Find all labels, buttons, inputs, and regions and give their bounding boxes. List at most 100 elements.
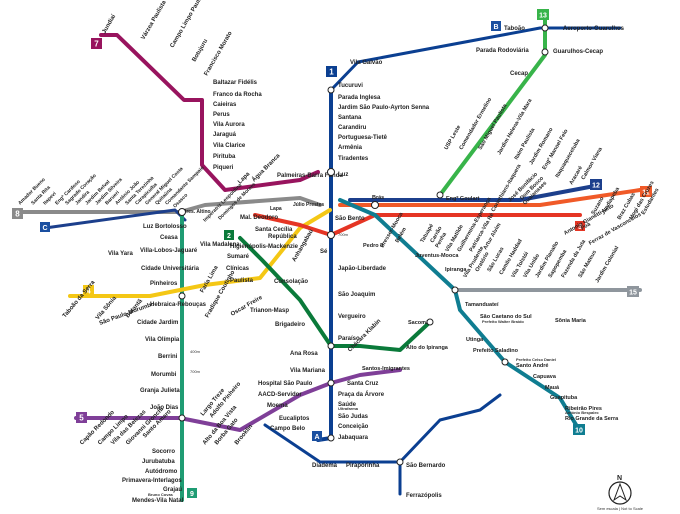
- station-consolacao[interactable]: Consolação: [274, 279, 308, 285]
- station-dot-aeroporto[interactable]: [541, 24, 549, 32]
- station-mal-deodoro[interactable]: Mal. Deodoro: [240, 215, 278, 221]
- station-dot-paraiso[interactable]: [327, 342, 335, 350]
- station-brigadeiro[interactable]: Brigadeiro: [275, 322, 305, 328]
- station-se[interactable]: Sé: [320, 249, 328, 255]
- station-piqueri[interactable]: Piqueri: [213, 165, 234, 171]
- badge-line-1[interactable]: 1: [326, 66, 337, 77]
- station-capuava[interactable]: Capuava: [533, 374, 557, 380]
- badge-line-15[interactable]: 15: [627, 286, 639, 297]
- station-portuguesa[interactable]: Portuguesa-Tietê: [338, 135, 388, 141]
- station-tiradentes[interactable]: Tiradentes: [338, 156, 369, 162]
- station-hebraica[interactable]: Hebraica-Rebouças: [150, 302, 207, 308]
- station-piraporinha[interactable]: Piraporinha: [346, 463, 380, 469]
- station-dot-santo-andre[interactable]: [501, 358, 509, 366]
- station-oscar-freire[interactable]: Oscar Freire: [230, 295, 264, 318]
- badge-line-4[interactable]: 4: [83, 285, 94, 296]
- badge-line-3[interactable]: 3: [575, 221, 585, 231]
- station-poa[interactable]: Poá: [580, 221, 593, 232]
- station-maua[interactable]: Mauá: [545, 385, 560, 391]
- station-sumare[interactable]: Sumaré: [227, 254, 250, 260]
- station-utinga[interactable]: Utinga: [466, 337, 484, 343]
- station-sacoma[interactable]: Sacomã: [408, 320, 430, 326]
- station-paraiso[interactable]: Paraíso: [338, 336, 360, 342]
- station-francisco-morato[interactable]: Francisco Morato: [204, 30, 234, 77]
- badge-line-9[interactable]: 9: [187, 488, 197, 498]
- station-dot-sao-bernardo[interactable]: [396, 458, 404, 466]
- station-aeroporto[interactable]: Aeroporto-Guarulhos: [563, 26, 625, 32]
- badge-line-13[interactable]: 13: [537, 9, 549, 20]
- station-sao-caetano[interactable]: São Caetano do Sul: [480, 314, 532, 320]
- station-aacd[interactable]: AACD-Servidor: [258, 392, 302, 398]
- station-jaragua[interactable]: Jaraguá: [213, 132, 237, 138]
- station-republica[interactable]: República: [268, 234, 297, 240]
- station-juventus[interactable]: Juventus-Mooca: [415, 253, 459, 259]
- station-vila-madalena[interactable]: Vila Madalena: [200, 242, 240, 248]
- station-tamanduatei[interactable]: Tamanduateí: [465, 302, 499, 308]
- station-conceicao[interactable]: Conceição: [338, 424, 369, 430]
- station-pedro-2[interactable]: Pedro II: [363, 243, 384, 249]
- station-vila-olimpia[interactable]: Vila Olímpia: [145, 337, 180, 343]
- station-santa-cruz[interactable]: Santa Cruz: [347, 381, 378, 387]
- station-jardim-sao-paulo[interactable]: Jardim São Paulo-Ayrton Senna: [338, 105, 430, 111]
- station-luz-bortolosso[interactable]: Luz Bortolosso: [143, 224, 187, 230]
- station-clinicas[interactable]: Clínicas: [226, 266, 250, 272]
- station-faria-lima[interactable]: Faria Lima: [200, 264, 221, 294]
- station-cidade-jardim[interactable]: Cidade Jardim: [137, 320, 178, 326]
- station-dot-bras[interactable]: [371, 201, 379, 209]
- station-dot-pinheiros[interactable]: [178, 292, 186, 300]
- station-jardim-colonial[interactable]: Jardim Colonial: [595, 245, 621, 284]
- badge-line-2[interactable]: 2: [224, 230, 234, 240]
- station-jabaquara[interactable]: Jabaquara: [338, 435, 369, 441]
- station-taboao-serra[interactable]: Taboão da Serra: [62, 279, 97, 319]
- station-lapa-8[interactable]: Lapa: [270, 206, 282, 212]
- station-guapituba[interactable]: Guapituba: [550, 395, 578, 401]
- station-sao-mateus[interactable]: São Mateus: [578, 250, 598, 279]
- station-dot-tucuruvi[interactable]: [327, 86, 335, 94]
- station-granja-julieta[interactable]: Granja Julieta: [140, 388, 180, 394]
- station-armenia[interactable]: Armênia: [338, 145, 363, 151]
- station-primavera[interactable]: Primavera-Interlagos: [122, 478, 182, 484]
- station-trianon[interactable]: Trianon-Masp: [250, 308, 289, 314]
- station-bras[interactable]: Brás: [372, 195, 384, 201]
- station-pres-altino[interactable]: Pres. Altino: [183, 209, 211, 215]
- station-rio-grande[interactable]: Rio Grande da Serra: [565, 416, 619, 422]
- badge-line-11[interactable]: 11: [640, 186, 652, 197]
- station-tucuruvi[interactable]: Tucuruvi: [338, 83, 363, 89]
- station-santa-cecilia[interactable]: Santa Cecília: [255, 227, 293, 233]
- station-dot-luz[interactable]: [327, 168, 335, 176]
- station-dot-guarulhos-cecap[interactable]: [541, 48, 549, 56]
- station-praca-arvore[interactable]: Praça da Árvore: [338, 391, 385, 398]
- station-dot-tamanduatei[interactable]: [451, 286, 459, 294]
- station-varzea[interactable]: Várzea Paulista: [141, 0, 169, 41]
- station-japao[interactable]: Japão-Liberdade: [338, 266, 387, 272]
- station-ceasa[interactable]: Ceasa: [160, 235, 178, 241]
- station-cecap[interactable]: Cecap: [510, 71, 528, 77]
- station-mendes[interactable]: Mendes-Vila Natal: [132, 498, 184, 504]
- station-vila-lobos[interactable]: Villa-Lobos-Jaguaré: [140, 248, 198, 254]
- station-luz[interactable]: Luz: [338, 172, 348, 178]
- station-pirituba[interactable]: Pirituba: [213, 154, 236, 160]
- station-paulista[interactable]: Paulista: [230, 278, 254, 284]
- station-taboao[interactable]: Taboão: [504, 26, 525, 32]
- station-jurubatuba[interactable]: Jurubatuba: [142, 459, 175, 465]
- station-sao-bento[interactable]: São Bento: [335, 216, 365, 222]
- station-grajau[interactable]: Grajaú: [163, 487, 182, 493]
- badge-line-C[interactable]: C: [40, 222, 50, 232]
- station-dot-eng-goulart[interactable]: [436, 191, 444, 199]
- station-berrini[interactable]: Berrini: [158, 354, 178, 360]
- station-dot-santa-cruz[interactable]: [327, 379, 335, 387]
- station-vergueiro[interactable]: Vergueiro: [338, 314, 366, 320]
- station-eng-goulart[interactable]: Engº Goulart: [446, 196, 480, 202]
- station-saude[interactable]: Saúde: [338, 402, 357, 408]
- station-caieiras[interactable]: Caieiras: [213, 102, 237, 108]
- station-vila-aurora[interactable]: Vila Aurora: [213, 122, 245, 128]
- station-vila-galvao[interactable]: Vila Galvão: [350, 60, 383, 66]
- station-autodromo[interactable]: Autódromo: [145, 469, 178, 475]
- station-ferrazopolis[interactable]: Ferrazópolis: [406, 493, 442, 499]
- station-higienopolis[interactable]: Higienópolis-Mackenzie: [230, 244, 299, 250]
- badge-line-8[interactable]: 8: [12, 208, 23, 219]
- station-hospital[interactable]: Hospital São Paulo: [258, 381, 313, 387]
- station-cidade-universitaria[interactable]: Cidade Universitária: [141, 266, 200, 272]
- station-socorro[interactable]: Socorro: [152, 449, 175, 455]
- station-ipiranga[interactable]: Ipiranga: [445, 267, 467, 273]
